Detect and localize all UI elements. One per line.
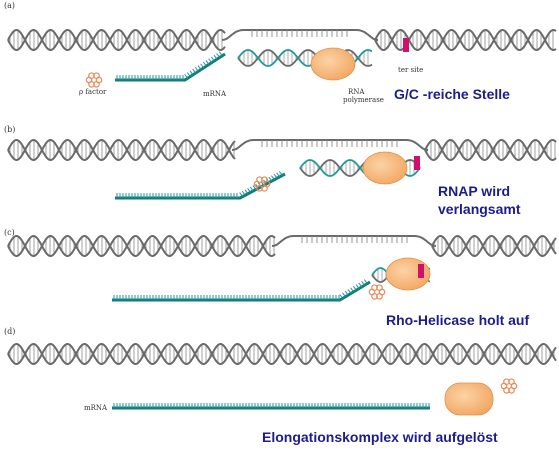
mrna-c-base <box>361 280 365 286</box>
mrna-c-base <box>344 290 349 296</box>
mrna-label-a: mRNA <box>203 90 227 98</box>
mrna-a-base <box>197 65 202 70</box>
dna-c-right-strand-2 <box>431 235 557 257</box>
mrna-b-base <box>247 188 251 193</box>
dna-b-right-strand-2 <box>424 139 557 161</box>
released-polymerase <box>444 382 494 416</box>
ter-site-mark-icon <box>403 38 409 52</box>
mrna-b-base <box>273 173 278 179</box>
rho-subunit <box>261 176 268 184</box>
mrna-a-base <box>205 60 210 65</box>
mrna-a-base <box>192 68 197 74</box>
mrna-c-base <box>347 289 352 294</box>
mrna-b-base <box>278 171 283 176</box>
mrna-b-base <box>271 175 275 180</box>
mrna-a-base <box>208 58 213 63</box>
hybrid-a-template <box>237 49 373 67</box>
panel-b-letter: (b) <box>4 125 15 134</box>
dna-b-left-strand-2 <box>7 139 236 161</box>
dna-a-right-strand-1 <box>374 29 557 51</box>
rho-subunit <box>508 378 515 386</box>
dna-a-left-strand-2 <box>7 29 226 51</box>
panel-d-letter: (d) <box>4 327 15 336</box>
dna-d-full-strand-1 <box>7 343 557 365</box>
mrna-a-base <box>216 53 221 58</box>
mrna-b-backbone <box>115 172 286 200</box>
mrna-a-base <box>213 54 218 60</box>
mrna-a-base <box>200 63 205 69</box>
mrna-c-backbone <box>112 280 371 302</box>
mrna-a-base <box>218 51 223 57</box>
rho-subunit <box>93 72 100 80</box>
dna-b-right-strand-1 <box>424 139 557 161</box>
rho-factor-label: ρ factor <box>79 88 107 96</box>
rna-polymerase-b <box>362 151 408 185</box>
released-rho-factor <box>500 378 518 394</box>
bubble-c-top-strand <box>271 235 437 247</box>
polymerase-label-line2: polymerase <box>343 96 384 104</box>
panel-a-letter: (a) <box>4 1 15 10</box>
mrna-b-base <box>268 176 273 182</box>
dna-a-right-strand-2 <box>374 29 557 51</box>
mrna-a-base <box>210 56 215 62</box>
mrna-b-base <box>244 189 249 195</box>
mrna-b-base <box>241 190 246 196</box>
mrna-c-base <box>342 292 346 298</box>
mrna-label-d: mRNA <box>84 404 108 412</box>
dna-b-left-strand-1 <box>7 139 236 161</box>
dna-c-left-strand-1 <box>7 235 276 257</box>
mrna-b-base <box>252 185 257 190</box>
panel-d: (d) mRNA Elongationskomplex wird aufgelö… <box>4 327 557 445</box>
mrna-b-base <box>249 186 254 192</box>
mrna-c-base <box>352 285 357 291</box>
panel-a: (a) ρ factor mRNA RNA polymerase ter sit… <box>4 1 557 104</box>
mrna-c-base <box>358 282 363 288</box>
panel-c-letter: (c) <box>4 228 15 237</box>
rho-factor-hexamer-icon <box>85 72 103 88</box>
rho-subunit <box>376 284 383 292</box>
panel-b: (b) RNAP wird verlangsamt <box>4 125 557 217</box>
mrna-c-base <box>363 279 368 284</box>
caption-b-line2: verlangsamt <box>438 201 521 217</box>
bubble-a-top-strand <box>221 29 379 41</box>
dna-a-left-strand-1 <box>7 29 226 51</box>
dna-d-full-strand-2 <box>7 343 557 365</box>
caption-a: G/C -reiche Stelle <box>394 86 510 102</box>
ter-site-mark-c <box>418 264 424 278</box>
caption-b-line1: RNAP wird <box>438 183 510 199</box>
rho-factor-c <box>368 284 386 300</box>
panel-c: (c) Rho-Helicase holt auf <box>4 228 557 328</box>
rho-factor-b <box>253 176 271 192</box>
dna-c-left-strand-2 <box>7 235 276 257</box>
polymerase-label-line1: RNA <box>348 88 365 96</box>
mrna-a-base <box>202 61 207 67</box>
mrna-c-base <box>355 284 360 289</box>
mrna-b-base <box>276 172 281 178</box>
bubble-b-top-strand <box>231 139 429 151</box>
mrna-a-base <box>189 70 194 76</box>
dna-c-right-strand-1 <box>431 235 557 257</box>
mrna-a-base <box>186 72 191 77</box>
caption-d: Elongationskomplex wird aufgelöst <box>262 429 498 445</box>
ter-site-label: ter site <box>398 66 423 74</box>
mrna-c-base <box>339 294 344 299</box>
rna-polymerase-a <box>310 47 356 81</box>
caption-c: Rho-Helicase holt auf <box>386 312 529 328</box>
ter-site-mark-b <box>414 156 420 170</box>
mrna-b-base <box>239 192 244 197</box>
mrna-a-base <box>184 73 189 79</box>
mrna-c-base <box>350 287 355 293</box>
mrna-a-base <box>194 67 199 72</box>
